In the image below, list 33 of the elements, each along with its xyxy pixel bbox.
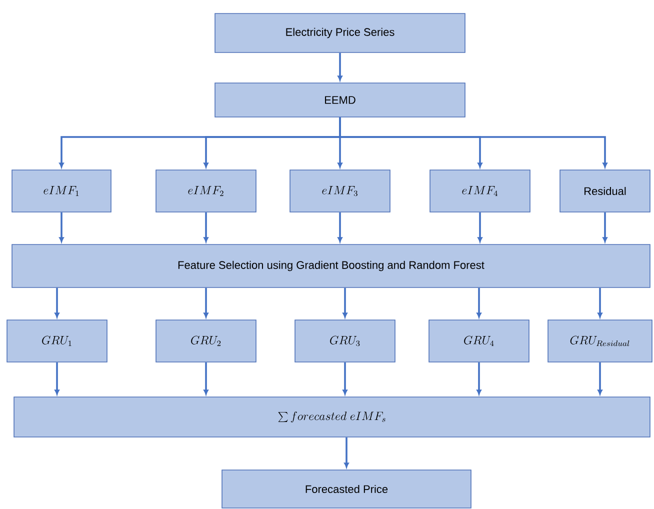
component-box: $eIMF_{2}$ (156, 170, 256, 212)
arrow (598, 288, 602, 318)
component-box: Residual (560, 170, 650, 212)
process-box: EEMD (214, 82, 466, 118)
process-box: Electricity Price Series (214, 13, 466, 53)
arrow (342, 288, 348, 318)
arrow (476, 288, 482, 318)
model-box: $GRU_{3}$ (294, 320, 396, 362)
model-box: $GRU_{1}$ (6, 320, 108, 362)
arrow (54, 288, 60, 318)
arrow (338, 52, 342, 81)
component-box: $eIMF_{1}$ (12, 170, 112, 212)
arrow (339, 117, 608, 168)
model-box: $GRU_{2}$ (156, 320, 256, 362)
component-box: $eIMF_{3}$ (290, 170, 390, 212)
output-box: Forecasted Price (222, 470, 472, 508)
arrow (338, 212, 342, 242)
arrow (602, 212, 608, 242)
arrow (478, 212, 482, 242)
component-box: $eIMF_{4}$ (430, 170, 530, 212)
arrow (342, 362, 348, 395)
arrow (54, 362, 60, 395)
arrow (344, 437, 349, 468)
arrow (598, 362, 602, 395)
arrow (204, 362, 208, 395)
process-box: Feature Selection using Gradient Boosting and Random Forest (12, 244, 650, 288)
arrow (476, 362, 482, 395)
process-box: $\sum forecasted\ eIMF_{s}$ (14, 396, 650, 438)
model-box: $GRU_{Residual}$ (548, 320, 652, 362)
arrow (204, 212, 208, 242)
arrow (59, 212, 64, 242)
arrow (204, 288, 208, 318)
model-box: $GRU_{4}$ (428, 320, 530, 362)
